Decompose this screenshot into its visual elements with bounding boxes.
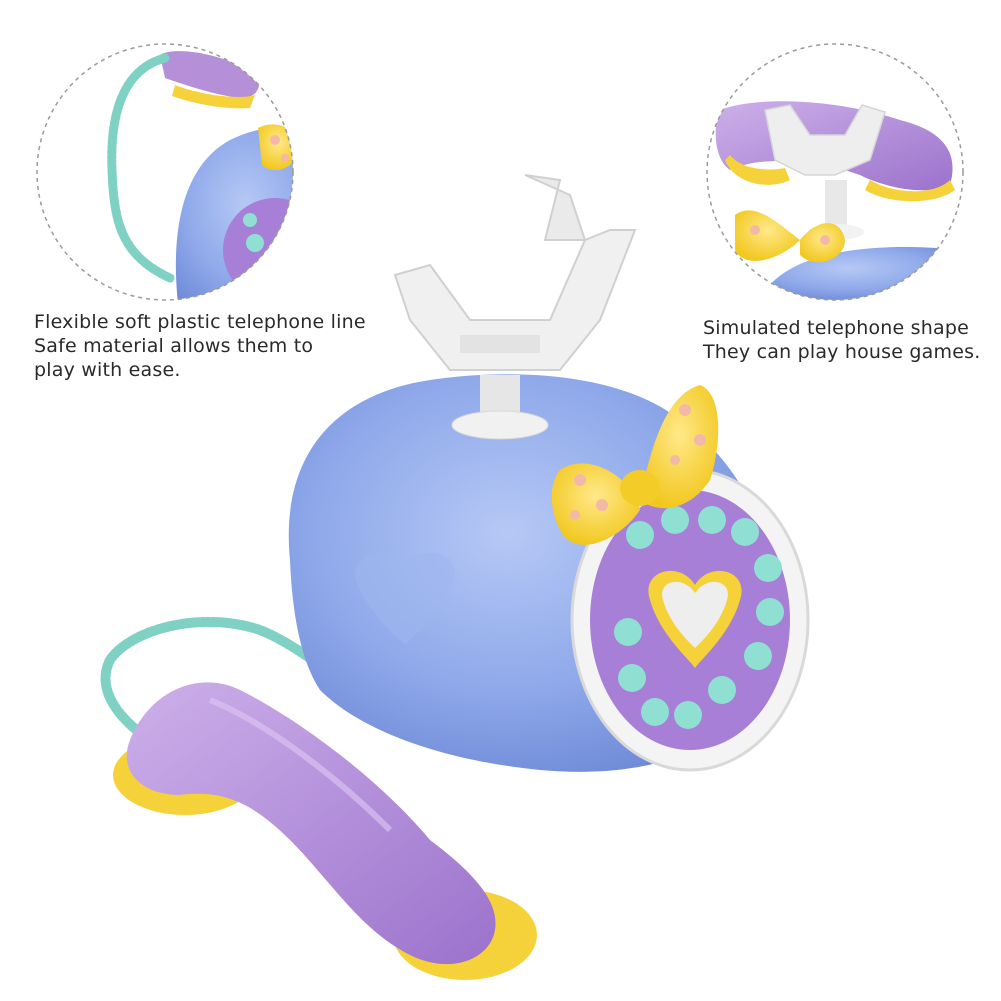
caption-right-line-2: They can play house games.	[703, 341, 981, 363]
caption-right-line-1: Simulated telephone shape	[703, 317, 969, 339]
caption-right: Simulated telephone shape They can play …	[703, 316, 980, 364]
caption-left-line-2: Safe material allows them to	[34, 335, 314, 357]
caption-left: Flexible soft plastic telephone line Saf…	[34, 310, 366, 382]
toy-telephone	[100, 174, 810, 980]
left-inset-circle	[36, 43, 294, 301]
handset	[113, 682, 537, 980]
caption-left-line-3: play with ease.	[34, 359, 181, 381]
right-inset-circle	[706, 43, 964, 301]
caption-left-line-1: Flexible soft plastic telephone line	[34, 311, 366, 333]
bow	[551, 385, 719, 545]
dial-buttons	[614, 506, 784, 729]
